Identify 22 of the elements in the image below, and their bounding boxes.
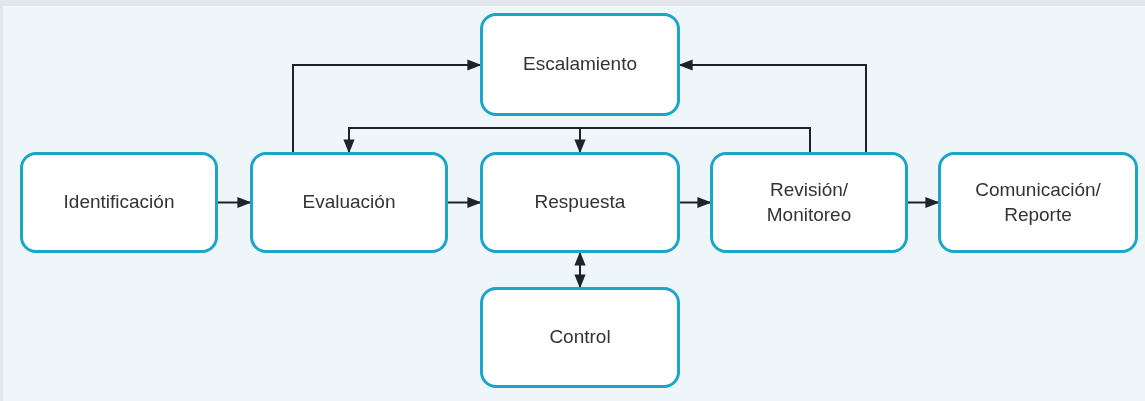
process-box <box>710 152 908 253</box>
arrow <box>574 127 811 154</box>
process-box <box>480 13 680 116</box>
process-box <box>480 287 680 388</box>
arrow <box>217 196 252 209</box>
box-label: Control <box>549 325 611 350</box>
process-box <box>250 152 448 253</box>
box-label: Identificación <box>63 190 175 215</box>
arrow <box>678 59 867 153</box>
arrow <box>574 251 586 289</box>
process-box <box>938 152 1138 253</box>
box-label: Respuesta <box>534 190 626 215</box>
arrow <box>907 196 940 209</box>
box-label: Evaluación <box>302 190 396 215</box>
process-box <box>20 152 218 253</box>
box-label: Revisión/ Monitoreo <box>765 177 853 227</box>
arrow <box>292 59 482 153</box>
box-label: Escalamiento <box>522 52 638 76</box>
process-box <box>480 152 680 253</box>
arrow <box>447 196 482 209</box>
box-label: Comunicación/ Reporte <box>974 177 1102 227</box>
arrow <box>679 196 712 209</box>
